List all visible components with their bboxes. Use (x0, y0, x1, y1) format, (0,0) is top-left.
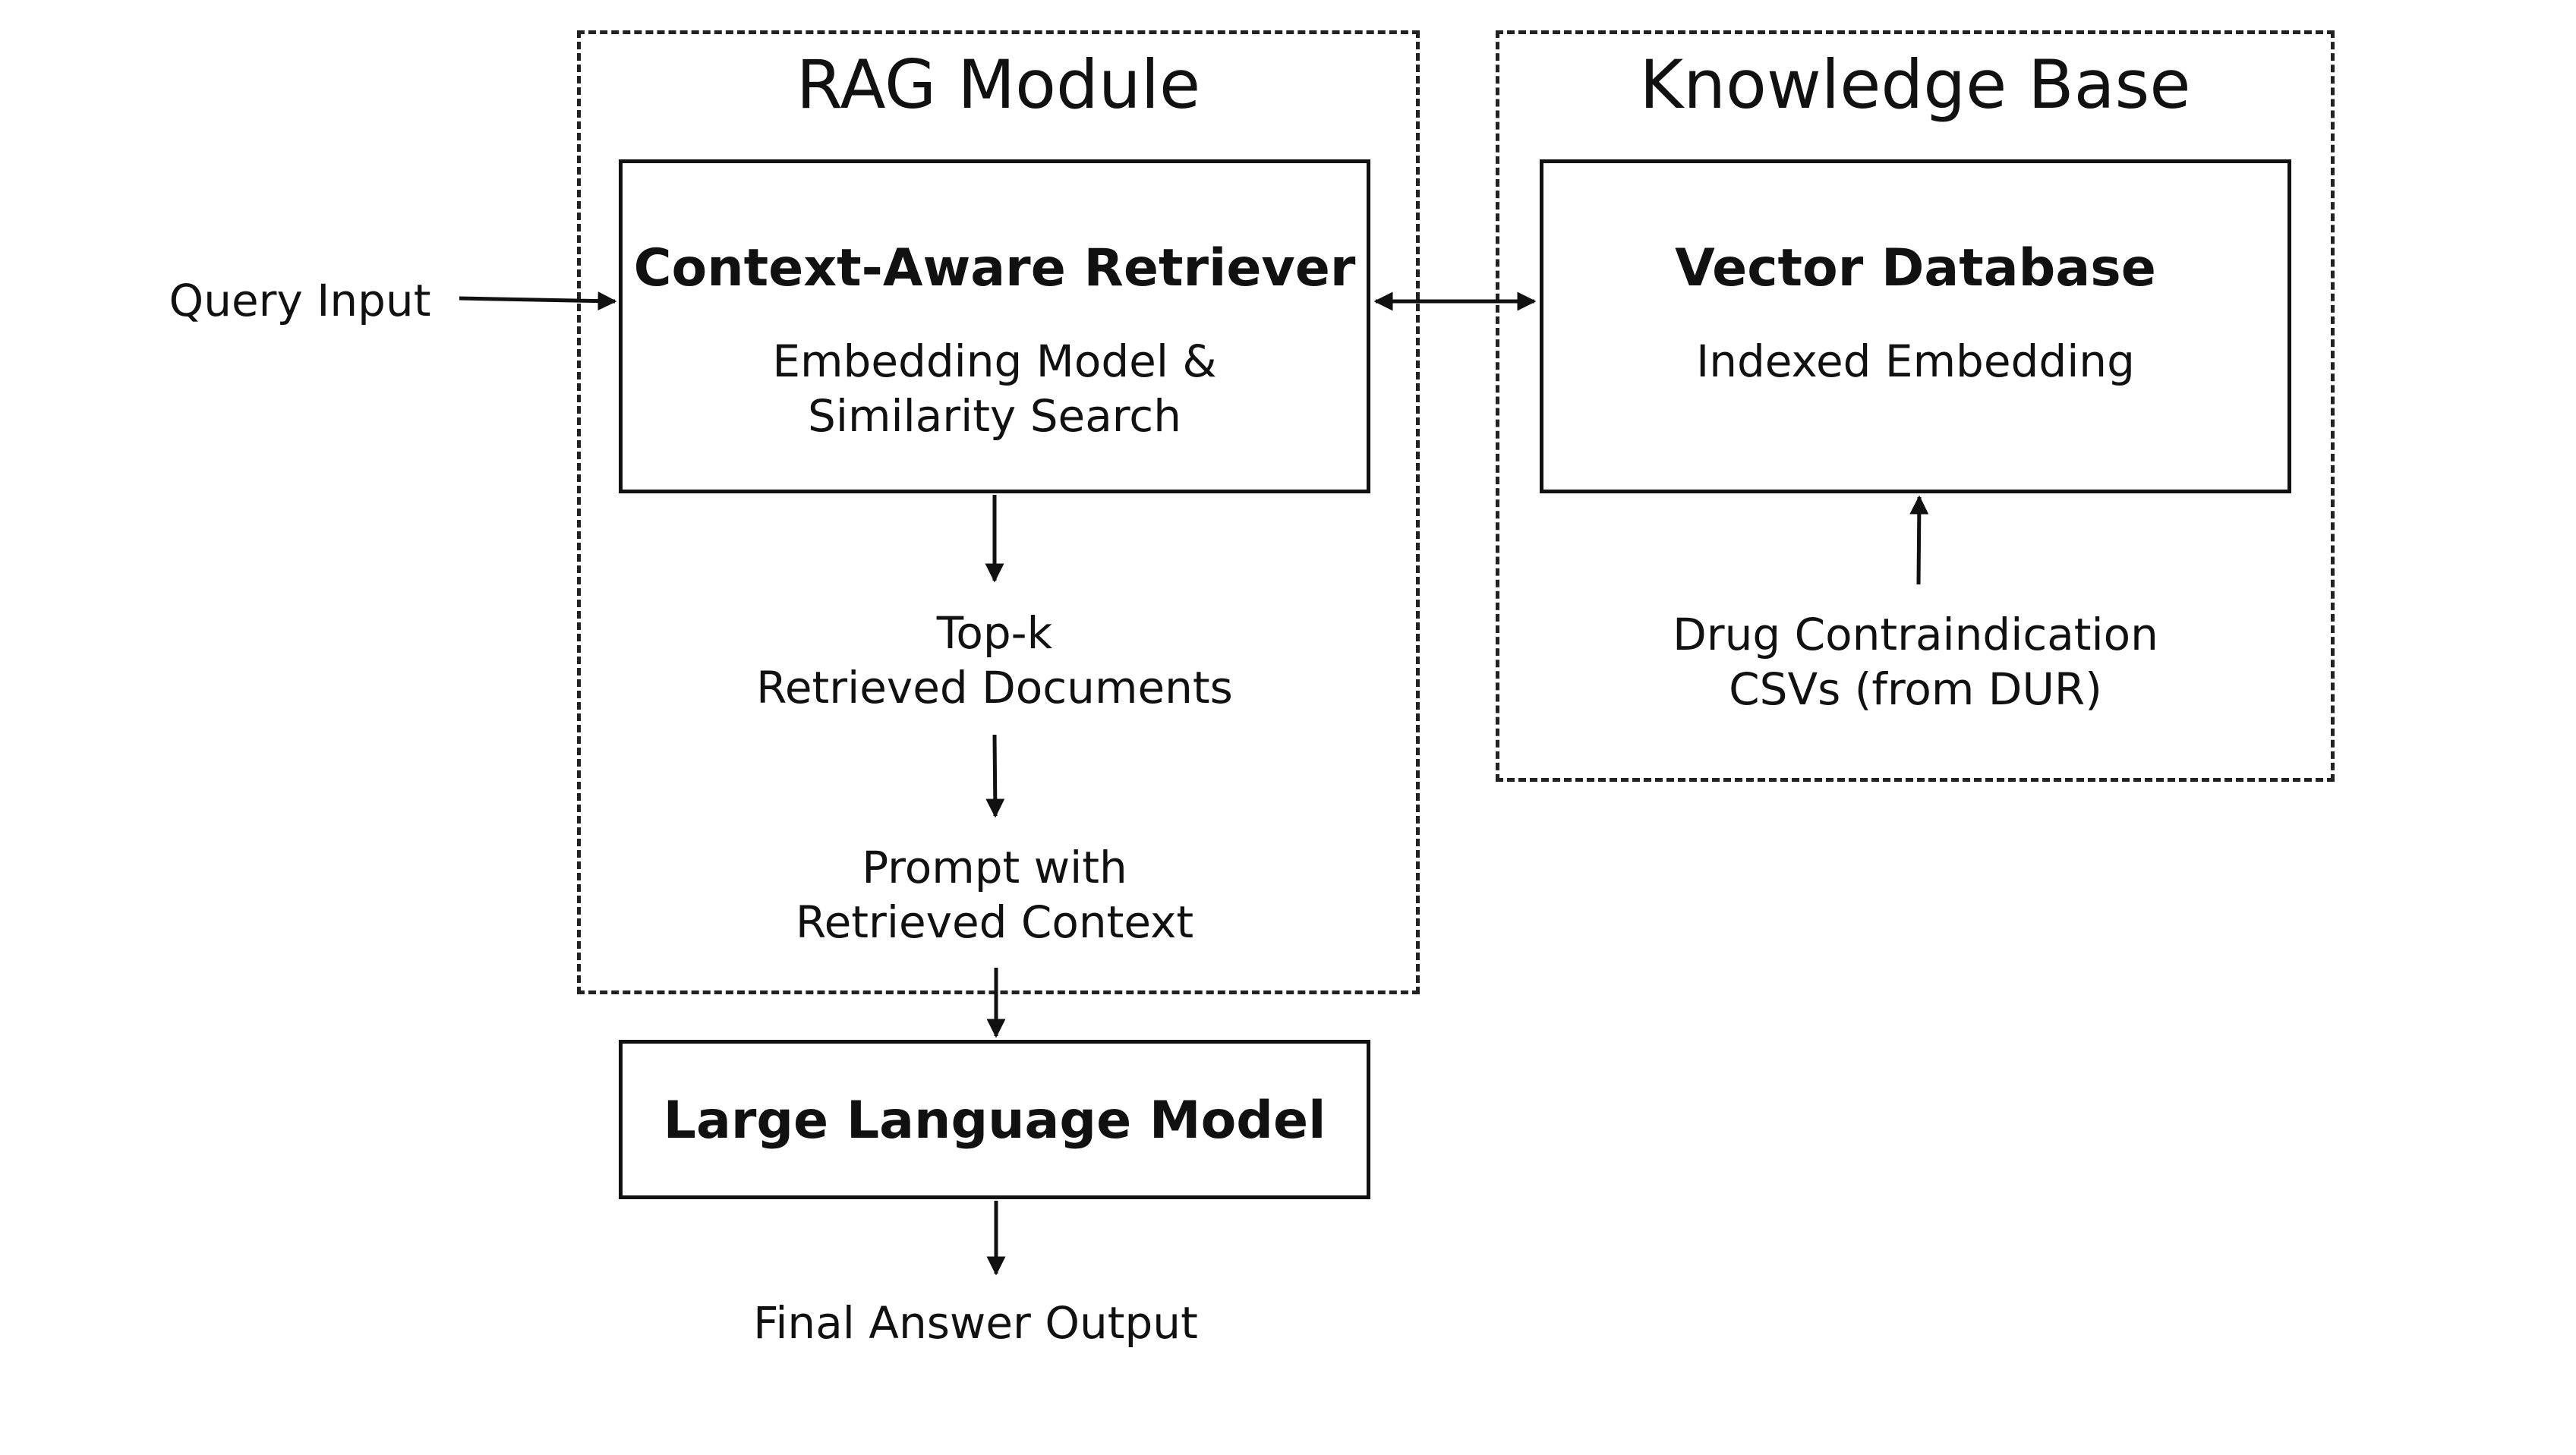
vector-database-title: Vector Database (1675, 238, 2156, 298)
knowledge-base-group (1496, 30, 2335, 782)
arrow-query-to-retriever (459, 291, 617, 311)
drug-source-line1: Drug Contraindication (1673, 609, 2158, 660)
llm-title: Large Language Model (663, 1091, 1326, 1151)
top-k-line1: Top-k (936, 607, 1053, 659)
knowledge-base-title: Knowledge Base (1639, 46, 2191, 124)
rag-module-title: RAG Module (796, 46, 1201, 124)
top-k-line2: Retrieved Documents (756, 662, 1233, 713)
rag-module-group (577, 30, 1420, 994)
retriever-subtitle-line2: Similarity Search (808, 390, 1181, 442)
retriever-subtitle-line1: Embedding Model & (772, 335, 1217, 387)
prompt-line1: Prompt with (862, 842, 1127, 893)
prompt-line2: Retrieved Context (795, 896, 1194, 948)
vector-database-subtitle: Indexed Embedding (1696, 335, 2135, 387)
context-aware-retriever-box: Context-Aware Retriever Embedding Model … (619, 159, 1370, 493)
large-language-model-box: Large Language Model (619, 1040, 1370, 1199)
drug-source-line2: CSVs (from DUR) (1729, 663, 2102, 715)
final-answer-output-label: Final Answer Output (753, 1297, 1198, 1349)
query-input-label: Query Input (169, 275, 431, 326)
vector-database-box: Vector Database Indexed Embedding (1540, 159, 2291, 493)
retriever-title: Context-Aware Retriever (633, 238, 1356, 298)
